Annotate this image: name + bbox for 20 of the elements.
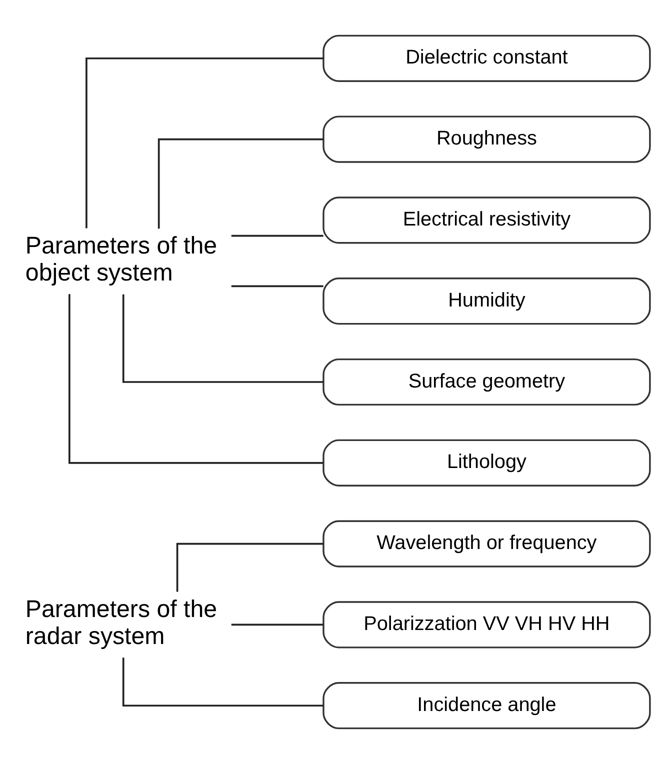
node-box: Humidity (322, 277, 651, 324)
connector (231, 623, 324, 626)
node-box: Polarizzation VV VH HV HH (322, 600, 651, 648)
node-box: Electrical resistivity (322, 196, 651, 244)
connector (176, 542, 324, 592)
node-text: Parameters of the radar system (25, 596, 218, 650)
connector (231, 284, 324, 287)
connector (86, 56, 324, 228)
node-box: Wavelength or frequency (322, 520, 651, 567)
connector (68, 294, 323, 464)
node-box: Lithology (322, 438, 651, 486)
connector (122, 657, 324, 706)
node-box: Roughness (322, 115, 651, 162)
connector (122, 294, 324, 382)
connector (158, 138, 324, 228)
node-box: Surface geometry (322, 358, 651, 406)
node-box: Incidence angle (322, 682, 651, 729)
node-box: Dielectric constant (322, 34, 651, 82)
connector (231, 234, 324, 236)
node-text: Parameters of the object system (25, 232, 218, 286)
